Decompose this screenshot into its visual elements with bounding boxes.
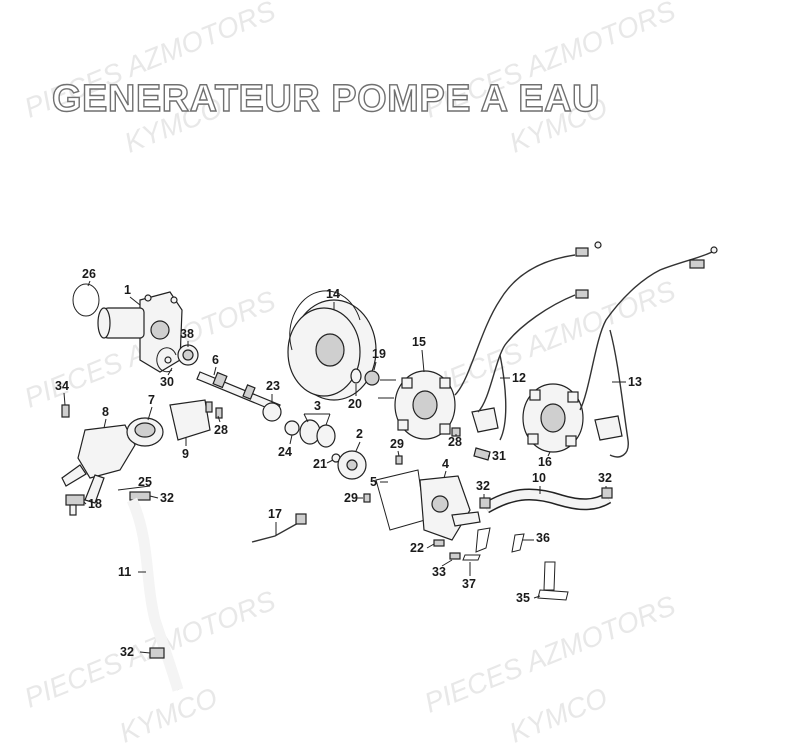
- bearing-part: [177, 344, 199, 366]
- wire-harness-part: [454, 241, 602, 441]
- callout-10: 10: [532, 471, 546, 485]
- callout-1: 1: [124, 283, 131, 297]
- thermostat-part: [126, 417, 164, 447]
- callout-8: 8: [102, 405, 109, 419]
- callout-9: 9: [182, 447, 189, 461]
- clamp-part: [601, 487, 613, 499]
- callout-30: 30: [160, 375, 174, 389]
- callout-32: 32: [160, 491, 174, 505]
- callout-4: 4: [442, 457, 449, 471]
- callout-3: 3: [314, 399, 321, 413]
- thermostat-housing-part: [61, 424, 136, 504]
- pickup-coil-part: [471, 407, 499, 433]
- callout-2: 2: [356, 427, 363, 441]
- callout-20: 20: [348, 397, 362, 411]
- callout-22: 22: [410, 541, 424, 555]
- stator-part: [394, 370, 456, 440]
- callout-17: 17: [268, 507, 282, 521]
- diagram-title: GENERATEUR POMPE A EAU: [51, 77, 600, 120]
- bolt-part: [205, 401, 223, 419]
- dowel-pin-part: [363, 493, 371, 503]
- clamp-part: [129, 491, 151, 501]
- callout-31: 31: [492, 449, 506, 463]
- callout-23: 23: [266, 379, 280, 393]
- callout-14: 14: [326, 287, 340, 301]
- callout-labels: 26 1 38 30 6 34 8 7 9 28 14 23 24 3 21 1…: [55, 267, 642, 659]
- callout-15: 15: [412, 335, 426, 349]
- seal-part: [284, 420, 300, 436]
- bearing-part: [262, 402, 282, 422]
- clip-part: [462, 527, 569, 601]
- impeller-part: [337, 450, 367, 480]
- callout-11: 11: [118, 565, 131, 579]
- temperature-sensor-part: [65, 494, 85, 516]
- o-ring-part: [72, 283, 100, 317]
- gasket-part: [169, 399, 211, 441]
- stator-part: [522, 383, 584, 453]
- callout-35: 35: [516, 591, 530, 605]
- nut-part: [364, 370, 380, 386]
- callout-26: 26: [82, 267, 96, 281]
- bolt-part: [449, 552, 461, 560]
- callout-32: 32: [476, 479, 490, 493]
- bolt-part: [378, 379, 396, 399]
- callout-32: 32: [120, 645, 134, 659]
- shaft-part: [196, 371, 281, 413]
- bolt-part: [61, 404, 70, 418]
- gasket-part: [375, 469, 426, 531]
- callout-18: 18: [88, 497, 102, 511]
- pickup-coil-part: [594, 415, 623, 441]
- clamp-part: [117, 485, 151, 491]
- flywheel-rotor-part: [287, 290, 377, 401]
- pump-body-part: [419, 475, 481, 541]
- sensor-wire-part: [251, 521, 301, 543]
- callout-7: 7: [148, 393, 155, 407]
- connector-part: [295, 513, 307, 525]
- callout-32: 32: [598, 471, 612, 485]
- callout-13: 13: [628, 375, 642, 389]
- callout-19: 19: [372, 347, 386, 361]
- callout-5: 5: [370, 475, 377, 489]
- callout-12: 12: [512, 371, 526, 385]
- dowel-pin-part: [395, 455, 403, 465]
- callout-21: 21: [313, 457, 327, 471]
- callout-29: 29: [344, 491, 358, 505]
- callout-16: 16: [538, 455, 552, 469]
- pump-cover-part: [97, 291, 183, 373]
- callout-28: 28: [448, 435, 462, 449]
- washer-part: [350, 368, 362, 384]
- callout-24: 24: [278, 445, 292, 459]
- callout-29: 29: [390, 437, 404, 451]
- grommet-part: [473, 447, 491, 461]
- callout-38: 38: [180, 327, 194, 341]
- callout-25: 25: [138, 475, 152, 489]
- callout-28: 28: [214, 423, 228, 437]
- callout-33: 33: [432, 565, 446, 579]
- clamp-part: [479, 497, 491, 509]
- callout-34: 34: [55, 379, 69, 393]
- callout-36: 36: [536, 531, 550, 545]
- callout-6: 6: [212, 353, 219, 367]
- circlip-part: [156, 347, 177, 373]
- bolt-part: [433, 539, 445, 547]
- mechanical-seal-part: [299, 419, 336, 448]
- clamp-part: [149, 647, 165, 659]
- callout-37: 37: [462, 577, 476, 591]
- wire-harness-part: [579, 246, 718, 458]
